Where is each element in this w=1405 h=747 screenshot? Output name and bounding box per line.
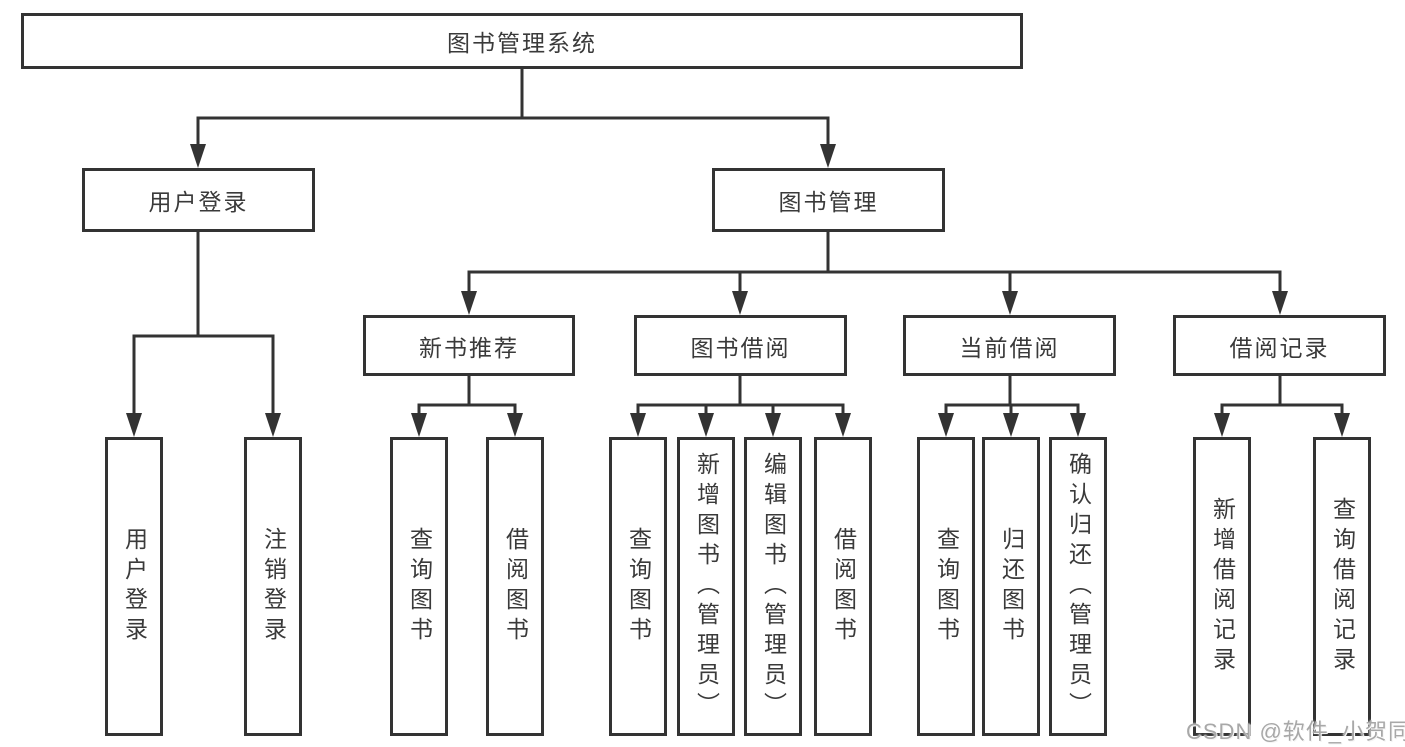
node-library-management-system: 图书管理系统 (21, 13, 1023, 69)
node-label: 用户登录 (148, 189, 249, 215)
node-label: 当前借阅 (959, 334, 1060, 361)
node-label: 借阅记录 (1229, 334, 1330, 361)
leaf-label: 归还图书 (998, 526, 1025, 647)
leaf-query-borrow-record: 查询借阅记录 (1313, 437, 1371, 736)
node-book-management: 图书管理 (712, 168, 945, 232)
leaf-label: 新增图书（管理员） (693, 451, 720, 722)
leaf-label: 查询图书 (933, 526, 960, 647)
leaf-user-login: 用户登录 (105, 437, 163, 736)
leaf-borrow-books-borrowing: 借阅图书 (814, 437, 872, 736)
leaf-return-books: 归还图书 (982, 437, 1040, 736)
node-current-borrowing: 当前借阅 (903, 315, 1116, 376)
node-label: 新书推荐 (419, 334, 519, 361)
leaf-query-books-borrowing: 查询图书 (609, 437, 667, 736)
node-new-book-recommendation: 新书推荐 (363, 315, 575, 376)
leaf-confirm-return-admin: 确认归还（管理员） (1049, 437, 1107, 736)
leaf-label: 查询图书 (625, 526, 652, 647)
leaf-label: 借阅图书 (830, 526, 857, 647)
node-label: 图书管理系统 (447, 30, 597, 56)
node-user-login: 用户登录 (82, 168, 315, 232)
node-label: 图书管理 (778, 189, 879, 215)
leaf-add-borrow-record: 新增借阅记录 (1193, 437, 1251, 736)
leaf-label: 编辑图书（管理员） (760, 451, 787, 722)
leaf-label: 用户登录 (121, 526, 148, 647)
leaf-borrow-books-recommend: 借阅图书 (486, 437, 544, 736)
csdn-watermark: CSDN @软件_小贺同学 (1186, 719, 1405, 744)
node-book-borrowing: 图书借阅 (634, 315, 847, 376)
leaf-add-books-admin: 新增图书（管理员） (677, 437, 735, 736)
leaf-logout: 注销登录 (244, 437, 302, 736)
leaf-label: 查询借阅记录 (1329, 496, 1356, 677)
node-borrowing-records: 借阅记录 (1173, 315, 1386, 376)
leaf-query-books-current: 查询图书 (917, 437, 975, 736)
leaf-label: 借阅图书 (502, 526, 529, 647)
leaf-label: 确认归还（管理员） (1065, 451, 1092, 722)
leaf-label: 新增借阅记录 (1209, 496, 1236, 677)
leaf-label: 注销登录 (260, 526, 287, 647)
leaf-label: 查询图书 (406, 526, 433, 647)
node-label: 图书借阅 (690, 334, 791, 361)
leaf-edit-books-admin: 编辑图书（管理员） (744, 437, 802, 736)
leaf-query-books-recommend: 查询图书 (390, 437, 448, 736)
